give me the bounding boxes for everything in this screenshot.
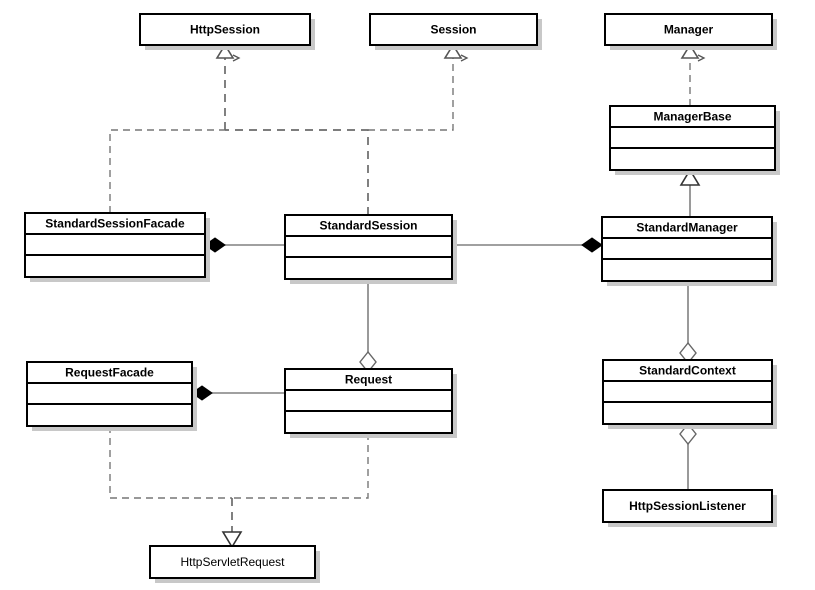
class-name-label: StandardManager [636,221,738,235]
realization-arrowhead-tick-manager [697,54,706,62]
class-box-frame [604,13,773,46]
class-box-layer: HttpSession Session ManagerManagerBaseStan… [24,13,780,583]
edge-layer [109,57,691,534]
class-name-label: StandardContext [639,364,736,378]
class-box-standard-session-facade[interactable]: StandardSessionFacade [24,212,210,282]
class-box-frame [602,489,773,523]
class-name-label: StandardSession [319,219,417,233]
realization-arrowhead-tick-session [460,54,469,62]
composition-diamond-manager-session [581,237,603,253]
realization-arrowhead-httpservletrequest [221,531,243,549]
rel-session-realizes-httpsession [224,57,369,215]
class-box-manager-base[interactable]: ManagerBase [609,105,780,175]
generalization-arrowhead-managerbase [679,168,701,186]
class-box-frame [284,368,453,434]
class-box-manager[interactable]: Manager [604,13,777,50]
class-name-label: Request [345,373,392,387]
realization-arrowhead-tick-httpsession [232,54,241,62]
class-box-frame [284,214,453,280]
class-box-frame [149,545,316,579]
class-name-label: HttpSessionListener [629,499,746,513]
class-box-request[interactable]: Request [284,368,457,438]
class-box-http-servlet-request[interactable]: HttpServletRequest [149,545,320,583]
class-box-frame [602,359,773,425]
class-box-standard-manager[interactable]: StandardManager [601,216,777,286]
class-name-label: ManagerBase [653,110,731,124]
rel-requestfacade-realizes-httpservletrequest [109,426,232,499]
realization-arrowhead-manager [680,43,700,59]
class-box-session[interactable]: Session [369,13,542,50]
realization-arrowhead-session [443,43,463,59]
rel-facade-realizes-httpsession [109,129,225,213]
class-box-frame [369,13,538,46]
class-box-request-facade[interactable]: RequestFacade [26,361,197,431]
class-box-frame [26,361,193,427]
class-name-label: Session [430,23,476,37]
class-name-label: RequestFacade [65,366,154,380]
class-box-frame [601,216,773,282]
rel-session-realizes-session [368,57,454,131]
class-name-label: HttpServletRequest [180,555,285,569]
class-box-http-session[interactable]: HttpSession [139,13,315,50]
class-name-label: StandardSessionFacade [45,217,185,231]
class-box-http-session-listener[interactable]: HttpSessionListener [602,489,777,527]
class-name-label: HttpSession [190,23,260,37]
class-name-label: Manager [664,23,714,37]
class-box-frame [139,13,311,46]
class-box-standard-session[interactable]: StandardSession [284,214,457,284]
rel-request-realizes-httpservletrequest [231,433,369,534]
class-box-standard-context[interactable]: StandardContext [602,359,777,429]
class-box-frame [24,212,206,278]
realization-arrowhead-httpsession [215,43,235,59]
class-box-frame [609,105,776,171]
